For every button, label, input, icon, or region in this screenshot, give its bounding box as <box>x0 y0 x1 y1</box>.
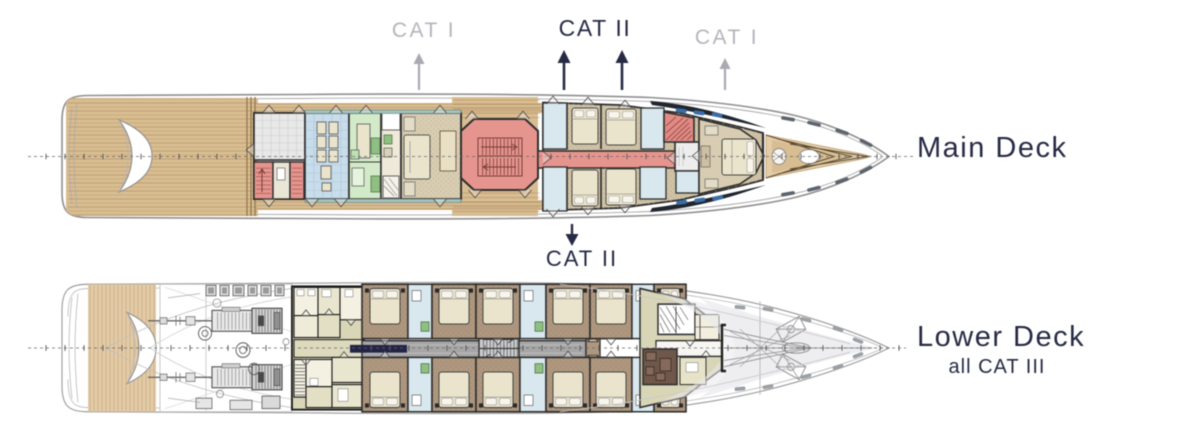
svg-text:CAT II: CAT II <box>559 15 632 41</box>
svg-text:Lower Deck: Lower Deck <box>917 321 1085 353</box>
svg-text:Main Deck: Main Deck <box>917 132 1068 164</box>
svg-text:CAT I: CAT I <box>695 26 759 49</box>
svg-text:CAT I: CAT I <box>392 19 456 42</box>
svg-text:all CAT III: all CAT III <box>949 356 1046 378</box>
svg-text:CAT II: CAT II <box>546 246 618 271</box>
